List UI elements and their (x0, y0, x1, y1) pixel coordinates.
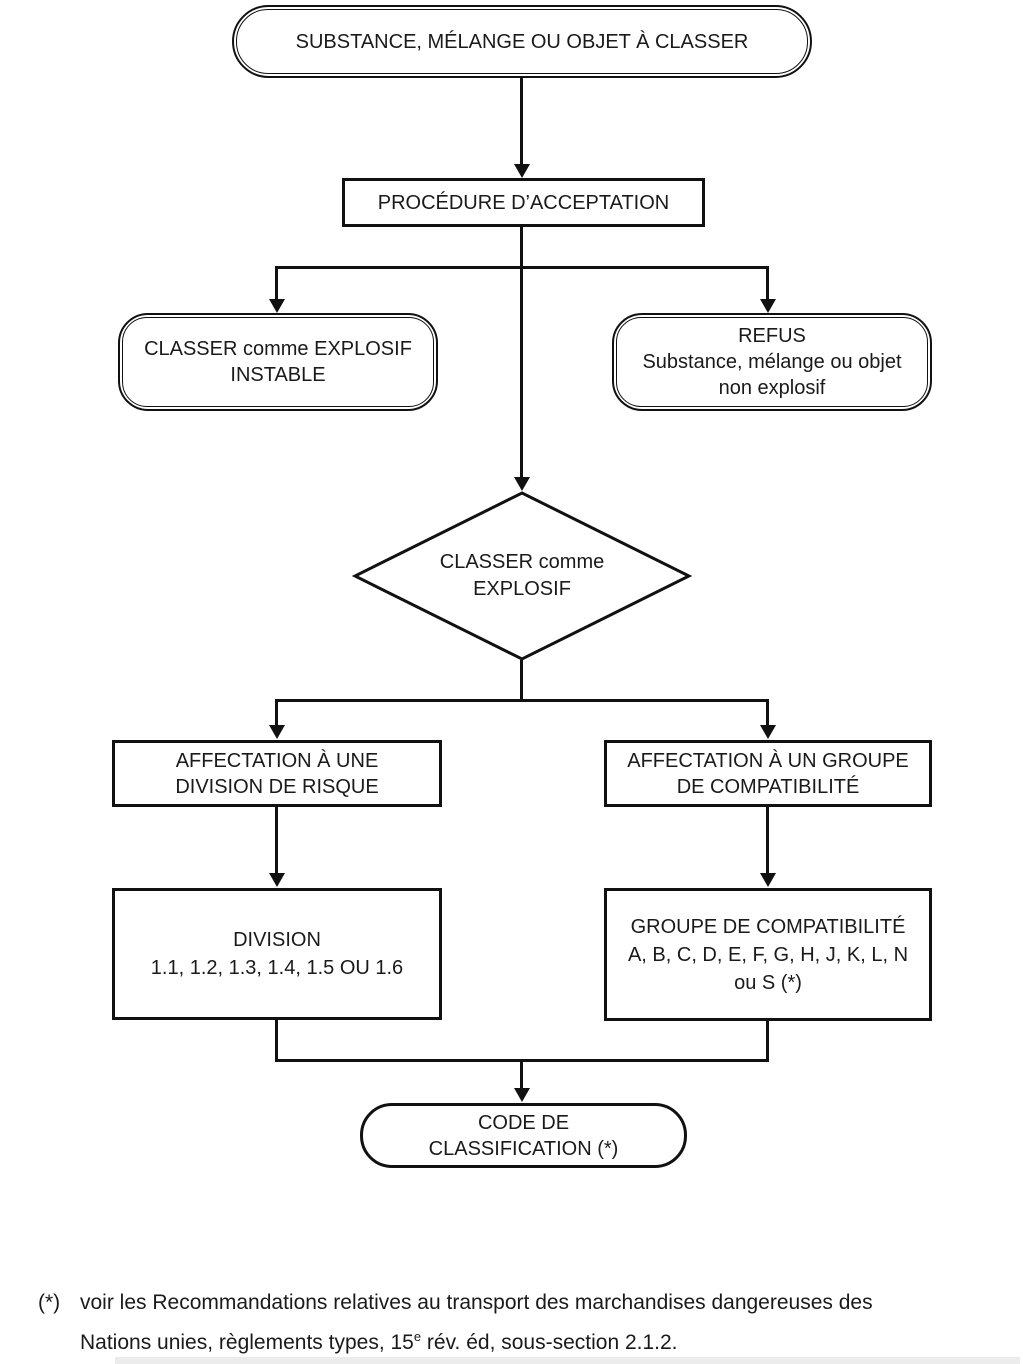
arrowhead-to-refusal (760, 299, 776, 313)
footnote-line1: voir les Recommandations relatives au tr… (80, 1291, 873, 1314)
footnote-line2-post: rév. éd, sous-section 2.1.2. (421, 1331, 678, 1354)
division-assignment-box: AFFECTATION À UNE DIVISION DE RISQUE (112, 740, 442, 807)
unstable-explosive-node: CLASSER comme EXPLOSIF INSTABLE (118, 313, 438, 411)
connector-to-group-result (766, 807, 769, 873)
arrowhead-to-unstable (269, 299, 285, 313)
unstable-explosive-line2: INSTABLE (230, 364, 326, 386)
arrowhead-to-acceptance (514, 164, 530, 178)
connector-to-division-assignment (275, 699, 278, 726)
footnote-line2-sup: e (413, 1329, 422, 1344)
connector-to-group-assignment (766, 699, 769, 726)
footnote-line2: Nations unies, règlements types, 15e rév… (80, 1330, 873, 1356)
decision-diamond-label: CLASSER comme EXPLOSIF (352, 490, 692, 662)
classification-code-node: CODE DE CLASSIFICATION (*) (360, 1103, 687, 1168)
footnote-line2-pre: Nations unies, règlements types, 15 (80, 1331, 414, 1354)
group-result-box: GROUPE DE COMPATIBILITÉ A, B, C, D, E, F… (604, 888, 932, 1021)
connector-to-division-result (275, 807, 278, 873)
refusal-line3: non explosif (718, 377, 826, 399)
footnote-text: voir les Recommandations relatives au tr… (80, 1290, 873, 1356)
arrowhead-to-division-assignment (269, 725, 285, 739)
group-result-line1: GROUPE DE COMPATIBILITÉ (630, 915, 906, 938)
arrowhead-to-group-result (760, 873, 776, 887)
start-node-label: SUBSTANCE, MÉLANGE OU OBJET À CLASSER (295, 30, 749, 53)
unstable-explosive-line1: CLASSER comme EXPLOSIF (144, 338, 412, 360)
division-assignment-line1: AFFECTATION À UNE (175, 749, 379, 772)
group-assignment-line2: DE COMPATIBILITÉ (676, 775, 860, 798)
connector-acceptance-down (520, 227, 523, 268)
branch-line-middle (275, 699, 769, 702)
division-result-box: DIVISION 1.1, 1.2, 1.3, 1.4, 1.5 OU 1.6 (112, 888, 442, 1020)
refusal-node: REFUS Substance, mélange ou objet non ex… (612, 313, 932, 411)
division-result-line1: DIVISION (233, 929, 321, 951)
connector-to-refusal (766, 266, 769, 300)
refusal-line2: Substance, mélange ou objet (642, 351, 902, 373)
classification-code-line1: CODE DE (477, 1111, 570, 1134)
group-assignment-line1: AFFECTATION À UN GROUPE (627, 749, 909, 772)
decision-diamond-shape (352, 491, 692, 661)
group-result-line3: ou S (*) (734, 971, 802, 994)
footnote: (*) voir les Recommandations relatives a… (38, 1290, 978, 1356)
classification-code-line2: CLASSIFICATION (*) (428, 1137, 619, 1160)
start-node: SUBSTANCE, MÉLANGE OU OBJET À CLASSER (232, 5, 812, 78)
group-assignment-box: AFFECTATION À UN GROUPE DE COMPATIBILITÉ (604, 740, 932, 807)
connector-division-result-down (275, 1020, 278, 1062)
arrowhead-to-division-result (269, 873, 285, 887)
bottom-edge-artifact (115, 1357, 1020, 1364)
group-result-line2: A, B, C, D, E, F, G, H, J, K, L, N (627, 943, 909, 966)
decision-line1: CLASSER comme (439, 551, 605, 573)
arrowhead-to-decision (514, 477, 530, 491)
connector-group-result-down (766, 1021, 769, 1062)
acceptance-procedure-box: PROCÉDURE D’ACCEPTATION (342, 178, 705, 227)
arrowhead-to-group-assignment (760, 725, 776, 739)
connector-to-decision (520, 266, 523, 479)
connector-to-unstable (275, 266, 278, 300)
arrowhead-to-classification-code (514, 1088, 530, 1102)
acceptance-procedure-label: PROCÉDURE D’ACCEPTATION (377, 191, 670, 214)
connector-decision-down (520, 660, 523, 702)
decision-line2: EXPLOSIF (473, 578, 571, 600)
refusal-line1: REFUS (738, 325, 806, 347)
connector-start-to-acceptance (520, 78, 523, 166)
connector-to-classification-code (520, 1059, 523, 1088)
division-assignment-line2: DIVISION DE RISQUE (175, 775, 379, 798)
footnote-marker: (*) (38, 1291, 61, 1314)
division-result-line2: 1.1, 1.2, 1.3, 1.4, 1.5 OU 1.6 (150, 957, 404, 979)
